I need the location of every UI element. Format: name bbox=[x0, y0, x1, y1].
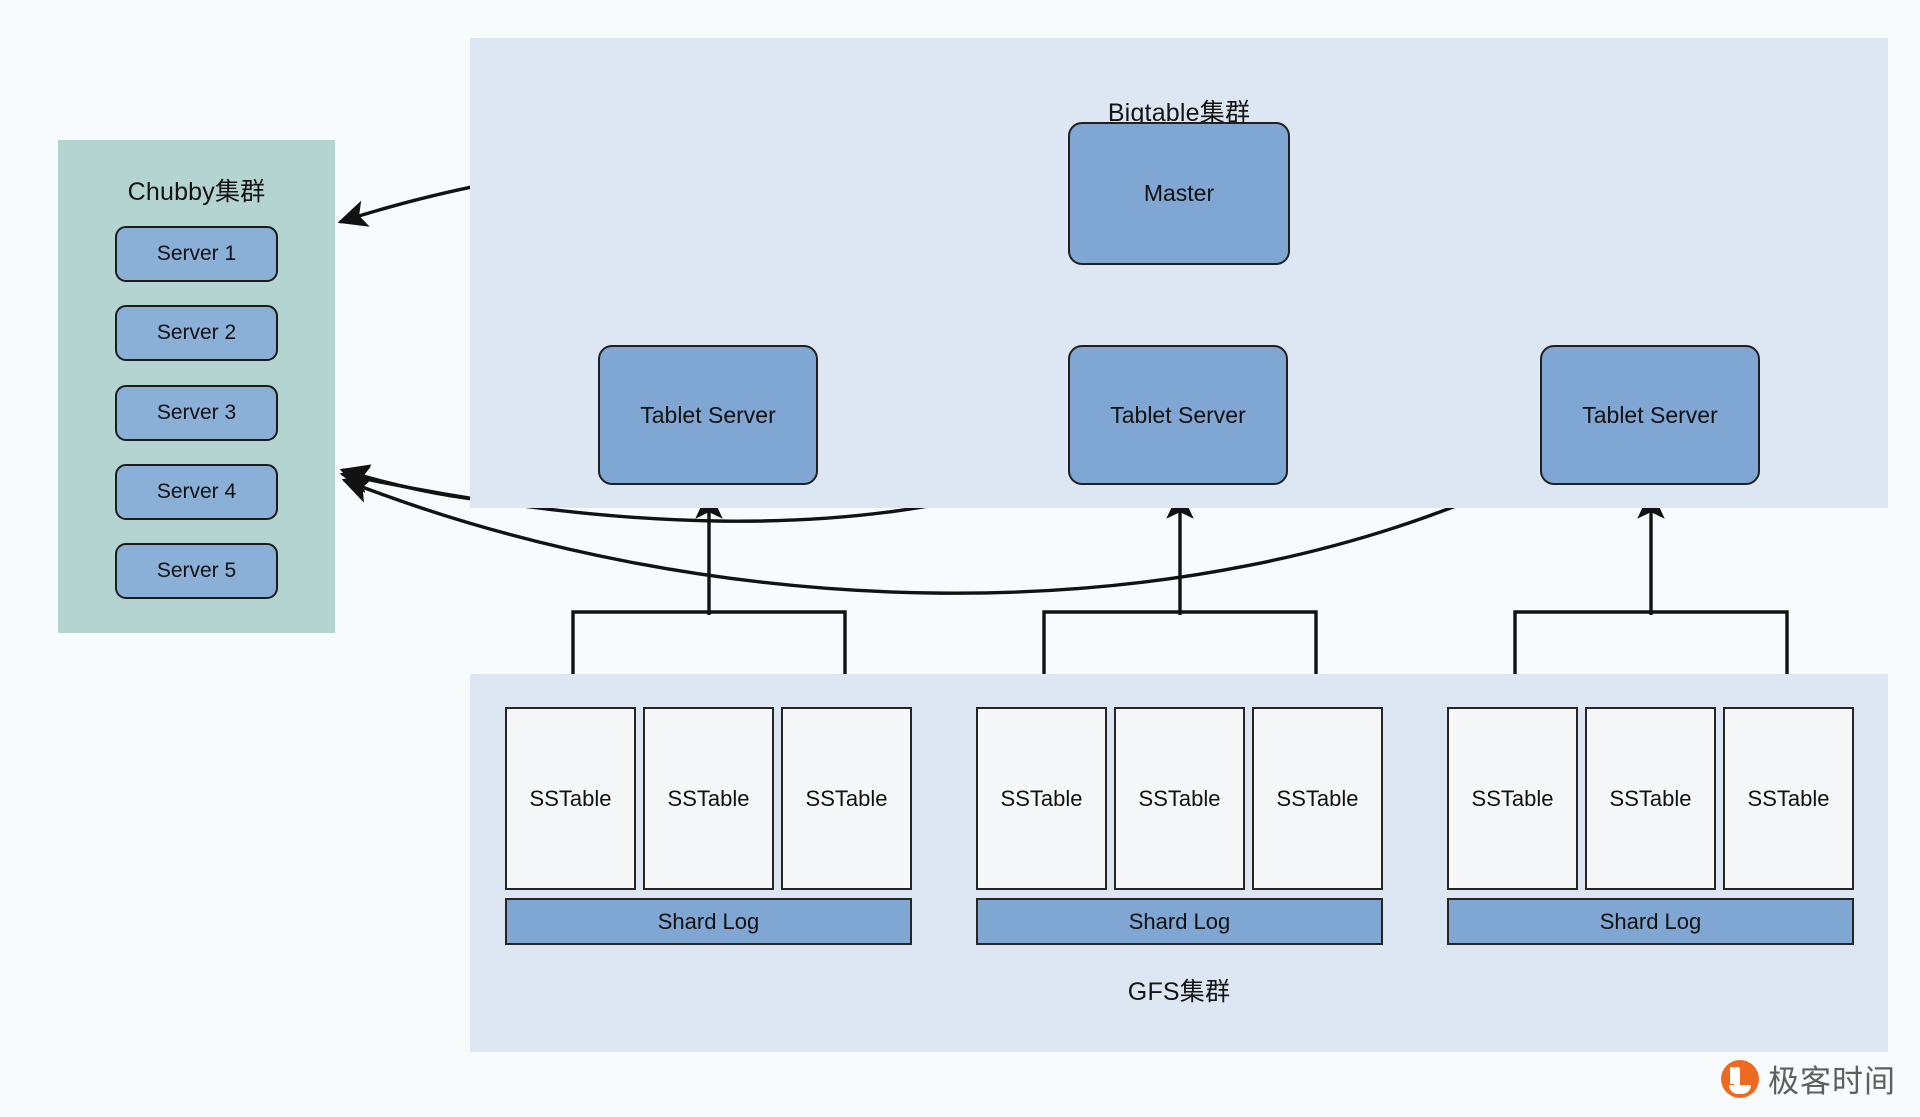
chubby-server-3[interactable]: Server 3 bbox=[115, 385, 278, 441]
tablet-server-label: Tablet Server bbox=[1110, 401, 1246, 428]
sstable-label: SSTable bbox=[805, 785, 888, 811]
chubby-server-label: Server 4 bbox=[156, 480, 237, 503]
sstable-box[interactable]: SSTable bbox=[1723, 707, 1854, 890]
shard-log-box[interactable]: Shard Log bbox=[505, 898, 912, 945]
tablet-server-label: Tablet Server bbox=[1582, 401, 1718, 428]
watermark-text: 极客时间 bbox=[1768, 1064, 1896, 1099]
geekbang-logo-icon bbox=[1721, 1059, 1759, 1098]
sstable-label: SSTable bbox=[667, 785, 750, 811]
sstable-box[interactable]: SSTable bbox=[505, 707, 636, 890]
tablet-server-node-1[interactable]: Tablet Server bbox=[598, 345, 818, 485]
chubby-server-label: Server 3 bbox=[156, 401, 237, 424]
chubby-server-label: Server 1 bbox=[156, 242, 237, 265]
master-node-label: Master bbox=[1143, 180, 1215, 206]
shard-log-box[interactable]: Shard Log bbox=[976, 898, 1383, 945]
sstable-label: SSTable bbox=[529, 785, 612, 811]
sstable-box[interactable]: SSTable bbox=[781, 707, 912, 890]
chubby-server-1[interactable]: Server 1 bbox=[115, 226, 278, 282]
shard-log-label: Shard Log bbox=[1599, 908, 1702, 934]
sstable-label: SSTable bbox=[1471, 785, 1554, 811]
sstable-label: SSTable bbox=[1138, 785, 1221, 811]
tablet-server-node-2[interactable]: Tablet Server bbox=[1068, 345, 1288, 485]
chubby-server-2[interactable]: Server 2 bbox=[115, 305, 278, 361]
gfs-cluster-title: GFS集群 bbox=[1127, 978, 1231, 1006]
chubby-server-5[interactable]: Server 5 bbox=[115, 543, 278, 599]
edge-tablet3-to-chubby bbox=[341, 468, 1539, 595]
tablet-server-node-3[interactable]: Tablet Server bbox=[1540, 345, 1760, 485]
sstable-box[interactable]: SSTable bbox=[643, 707, 774, 890]
watermark: 极客时间 bbox=[1721, 1056, 1896, 1101]
sstable-box[interactable]: SSTable bbox=[1585, 707, 1716, 890]
shard-log-box[interactable]: Shard Log bbox=[1447, 898, 1854, 945]
sstable-label: SSTable bbox=[1000, 785, 1083, 811]
shard-log-label: Shard Log bbox=[657, 908, 760, 934]
sstable-label: SSTable bbox=[1609, 785, 1692, 811]
sstable-box[interactable]: SSTable bbox=[1447, 707, 1578, 890]
sstable-box[interactable]: SSTable bbox=[1114, 707, 1245, 890]
chubby-server-label: Server 2 bbox=[156, 321, 237, 344]
chubby-server-label: Server 5 bbox=[156, 559, 237, 582]
shard-log-label: Shard Log bbox=[1128, 908, 1231, 934]
master-node[interactable]: Master bbox=[1068, 122, 1290, 265]
sstable-box[interactable]: SSTable bbox=[1252, 707, 1383, 890]
tablet-server-label: Tablet Server bbox=[640, 401, 776, 428]
sstable-box[interactable]: SSTable bbox=[976, 707, 1107, 890]
sstable-label: SSTable bbox=[1747, 785, 1830, 811]
chubby-server-4[interactable]: Server 4 bbox=[115, 464, 278, 520]
chubby-cluster-title: Chubby集群 bbox=[127, 178, 266, 206]
sstable-label: SSTable bbox=[1276, 785, 1359, 811]
